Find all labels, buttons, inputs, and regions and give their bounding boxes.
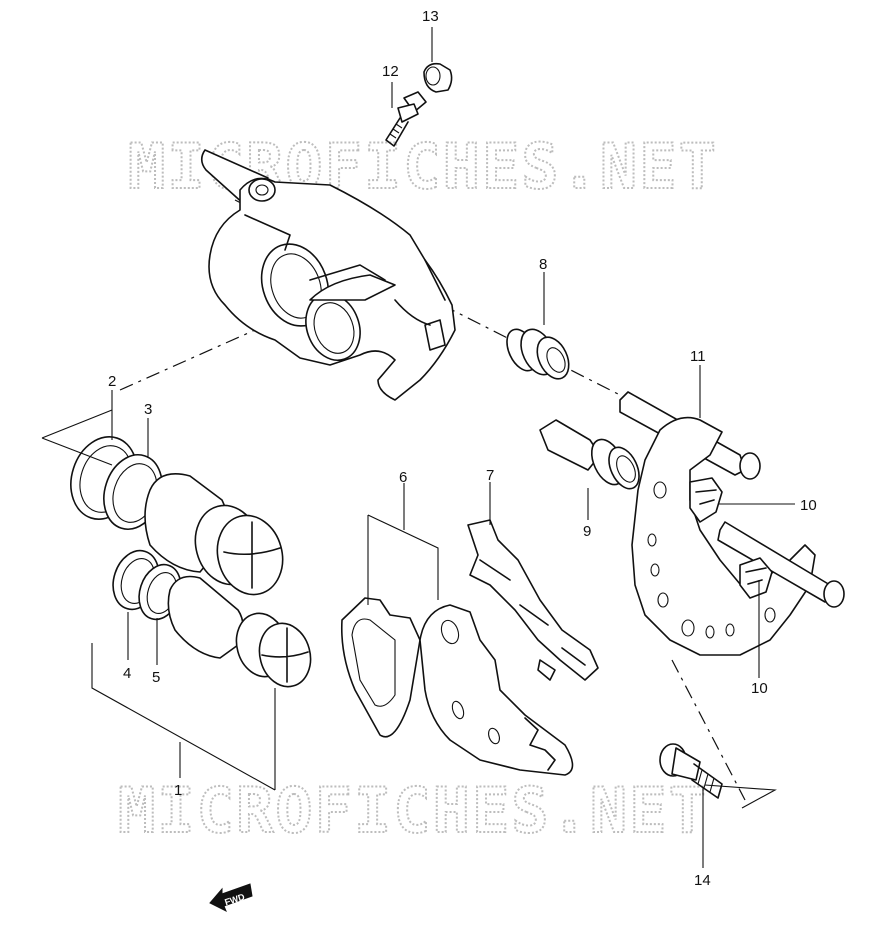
callout-6: 6 xyxy=(399,469,407,486)
callout-10-upper: 10 xyxy=(800,497,817,514)
axis-line-bolt xyxy=(671,659,746,801)
bracket-clip-lower xyxy=(739,557,773,599)
brake-pad-left xyxy=(340,597,421,738)
bleeder-cap xyxy=(423,62,453,93)
callout-7: 7 xyxy=(486,467,494,484)
piston-lower xyxy=(167,575,312,688)
callout-4: 4 xyxy=(123,665,131,682)
bleeder-valve xyxy=(385,91,427,147)
axis-line-piston xyxy=(119,309,301,391)
callout-1: 1 xyxy=(174,782,182,799)
pad-spring xyxy=(467,519,599,681)
forward-direction-badge: FWD xyxy=(209,883,253,913)
callout-5: 5 xyxy=(152,669,160,686)
callout-14: 14 xyxy=(694,872,711,889)
callout-3: 3 xyxy=(144,401,152,418)
pin-boot xyxy=(506,328,570,380)
caliper-bracket xyxy=(619,391,845,656)
brake-pad-right xyxy=(419,604,574,776)
leader-lines xyxy=(41,27,795,868)
callout-9: 9 xyxy=(583,523,591,540)
bracket-clip-upper xyxy=(689,477,723,523)
callout-8: 8 xyxy=(539,256,547,273)
callout-13: 13 xyxy=(422,8,439,25)
callout-10-lower: 10 xyxy=(751,680,768,697)
callout-12: 12 xyxy=(382,63,399,80)
callout-11: 11 xyxy=(690,348,706,365)
slide-pin xyxy=(539,419,640,490)
callout-2: 2 xyxy=(108,373,116,390)
piston-upper xyxy=(144,473,284,596)
watermark-bottom: MICROFICHES.NET xyxy=(118,774,708,847)
bracket-bolt xyxy=(659,743,723,799)
caliper-body xyxy=(200,149,456,401)
